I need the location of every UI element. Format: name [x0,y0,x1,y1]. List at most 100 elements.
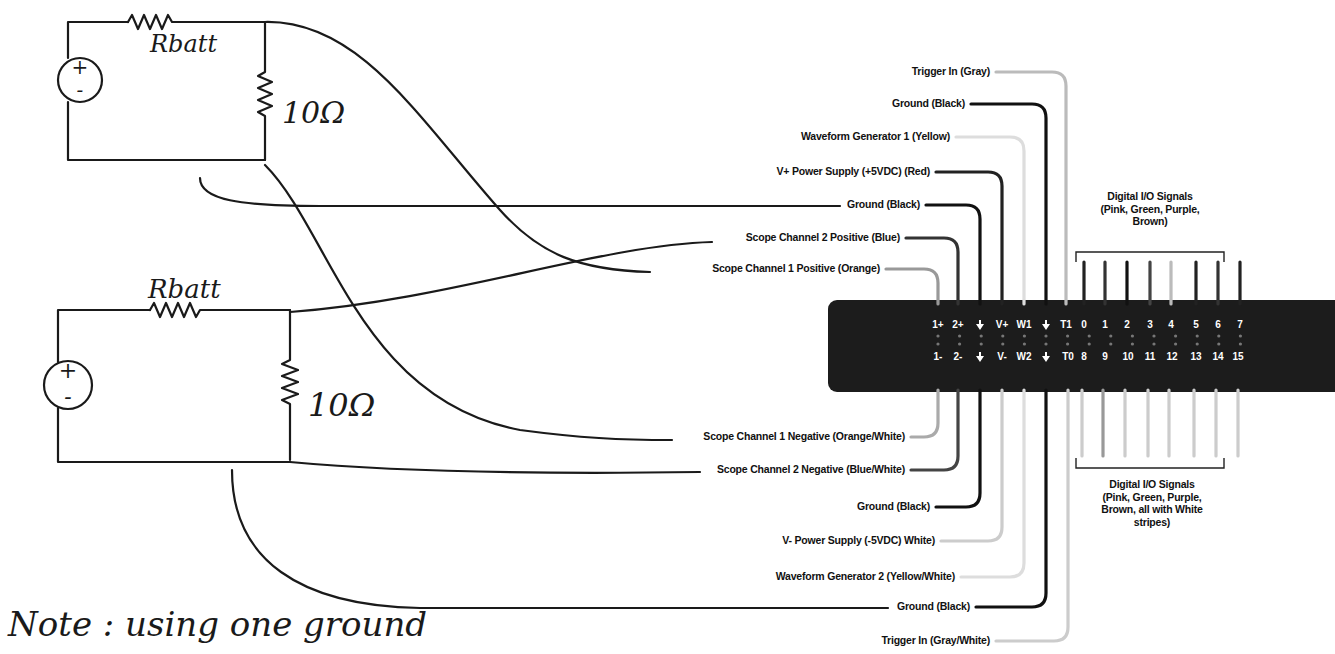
header-pin [1023,342,1026,345]
wire [971,104,1046,304]
pin-label: 6 [1215,319,1221,330]
wire-label: Digital I/O Signals (Pink, Green, Purple… [1096,478,1208,528]
header-pin [1066,342,1069,345]
handwritten-label: + [72,55,89,79]
header-pin [1109,334,1112,337]
wire-label: Ground (Black) [847,198,920,210]
header-pin [1066,334,1069,337]
resistor-symbol [128,15,265,29]
wire-label: Digital I/O Signals (Pink, Green, Purple… [1095,190,1205,228]
pin-label: 15 [1232,351,1243,362]
wire [1194,262,1197,304]
pin-label: 12 [1166,351,1177,362]
header-pin [1088,334,1091,337]
header-pin [1001,342,1004,345]
wire [961,390,1024,577]
wire-label: Scope Channel 2 Negative (Blue/White) [717,463,905,475]
header-pin [958,342,961,345]
header-pin [1174,334,1177,337]
handwritten-label: - [64,384,71,409]
ground-symbol [1042,352,1050,362]
pin-label: 0 [1081,319,1087,330]
wire [290,462,700,473]
wire [265,165,672,440]
pin-label: 4 [1168,319,1174,330]
pin-label: 2 [1124,319,1130,330]
wire [1238,262,1241,304]
header-pin [1152,334,1155,337]
pin-label: T0 [1062,351,1074,362]
wire [1216,262,1219,304]
pin-label: 14 [1212,351,1223,362]
resistor-symbol [258,22,272,160]
header-pin [1217,342,1220,345]
wire-label: Waveform Generator 2 (Yellow/White) [776,570,955,582]
wire [1125,262,1128,304]
wire-label: Scope Channel 2 Positive (Blue) [746,231,900,243]
handwritten-label: 10Ω [308,386,375,424]
wire-label: Ground (Black) [857,500,930,512]
resistor-symbol [282,310,298,460]
header-pin [1044,334,1047,337]
wire [1123,390,1126,456]
handwritten-label: - [77,78,84,102]
handwritten-label: + [59,358,77,383]
handwritten-label: Rbatt [148,274,221,304]
wire [1236,390,1239,456]
header-pin [1131,342,1134,345]
pin-label: 9 [1102,351,1108,362]
wire [996,390,1068,641]
wire [956,137,1024,304]
header-pin [1239,334,1242,337]
header-pin [958,334,961,337]
connector-body [828,300,1335,392]
wire [1148,262,1151,304]
pin-label: 2+ [952,319,963,330]
ground-symbol [976,320,984,330]
header-pin [936,342,939,345]
wire [911,390,958,470]
wire [976,390,1046,607]
ground-symbol [976,352,984,362]
wire [290,242,712,312]
wire-label: Waveform Generator 1 (Yellow) [801,130,950,142]
header-pin [1088,342,1091,345]
header-pin [1131,334,1134,337]
pin-label: 8 [1081,351,1087,362]
wire [1167,390,1170,456]
wire [200,178,840,206]
bracket [1076,458,1224,468]
wire [1214,390,1217,456]
wire [1080,390,1083,456]
wire [1192,390,1195,456]
wire-label: Scope Channel 1 Positive (Orange) [712,262,880,274]
wire [265,22,650,272]
pin-label: 5 [1193,319,1199,330]
wire-label: V+ Power Supply (+5VDC) (Red) [777,165,930,177]
pin-label: V- [997,351,1006,362]
handwritten-label: 10Ω [282,95,345,130]
pin-label: 10 [1122,351,1133,362]
wire [886,269,938,304]
pin-label: V+ [996,319,1009,330]
wire-label: Trigger In (Gray/White) [881,634,990,646]
wire [1101,390,1104,456]
wire [1169,262,1172,304]
pin-label: 1- [934,351,943,362]
wire [1103,262,1106,304]
pin-label: 2- [954,351,963,362]
wire-label: Ground (Black) [892,97,965,109]
pin-label: 3 [1147,319,1153,330]
header-pin [1217,334,1220,337]
wire [1146,390,1149,456]
header-pin [1001,334,1004,337]
wire [911,390,938,437]
header-pin [1239,342,1242,345]
header-pin [980,334,983,337]
pin-label: 1 [1102,319,1108,330]
handwritten-label: Rbatt [150,30,217,58]
pin-label: W1 [1017,319,1032,330]
wire-label: Scope Channel 1 Negative (Orange/White) [703,430,905,442]
wire [68,22,128,58]
header-pin [1152,342,1155,345]
